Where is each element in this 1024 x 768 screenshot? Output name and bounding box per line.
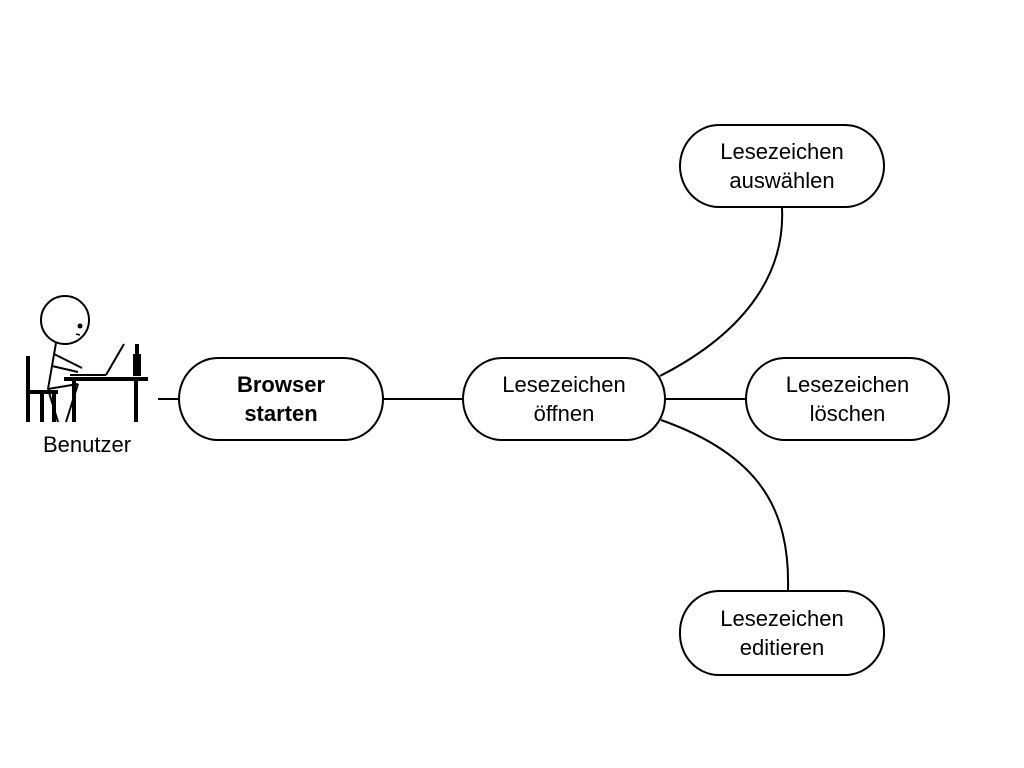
usecase-lesezeichen-loeschen[interactable]: Lesezeichen löschen — [745, 357, 950, 441]
usecase-lesezeichen-auswaehlen-line1: Lesezeichen — [720, 139, 844, 164]
connector-oeffnen-auswaehlen — [659, 207, 784, 377]
usecase-lesezeichen-editieren[interactable]: Lesezeichen editieren — [679, 590, 885, 676]
user-at-desk-icon — [26, 295, 148, 423]
usecase-lesezeichen-editieren-line2: editieren — [739, 635, 825, 660]
usecase-lesezeichen-oeffnen-line2: öffnen — [533, 401, 595, 426]
usecase-browser-starten[interactable]: Browser starten — [178, 357, 384, 441]
usecase-browser-starten-line2: starten — [244, 401, 318, 426]
usecase-lesezeichen-oeffnen[interactable]: Lesezeichen öffnen — [462, 357, 666, 441]
usecase-lesezeichen-loeschen-line1: Lesezeichen — [785, 372, 910, 397]
usecase-lesezeichen-auswaehlen[interactable]: Lesezeichen auswählen — [679, 124, 885, 208]
connector-oeffnen-editieren — [660, 419, 790, 591]
actor-label: Benutzer — [42, 432, 132, 457]
usecase-lesezeichen-editieren-line1: Lesezeichen — [720, 606, 844, 631]
usecase-lesezeichen-auswaehlen-line2: auswählen — [729, 168, 835, 193]
usecase-lesezeichen-loeschen-line2: löschen — [809, 401, 886, 426]
usecase-lesezeichen-oeffnen-line1: Lesezeichen — [502, 372, 626, 397]
usecase-browser-starten-line1: Browser — [236, 372, 326, 397]
